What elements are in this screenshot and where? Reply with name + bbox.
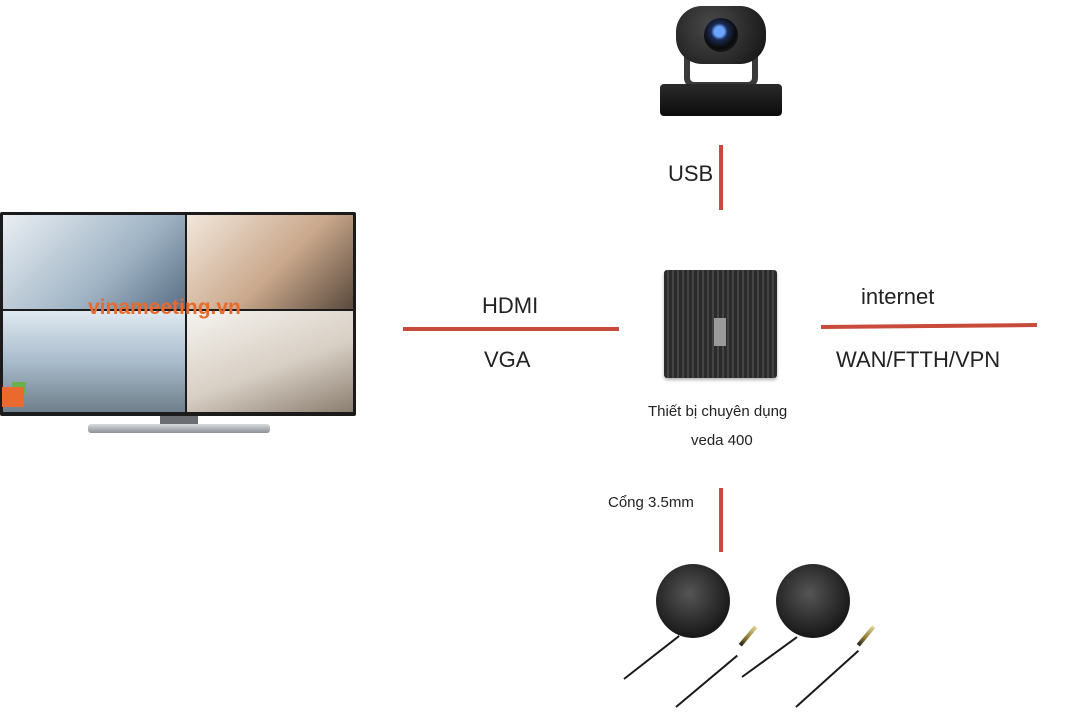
meeting-panel-bottom-left [3, 311, 185, 412]
device-name-line2: veda 400 [691, 432, 753, 449]
logo-mark-orange [2, 387, 24, 407]
meeting-panel-top-left [3, 215, 185, 309]
audio-jack [738, 625, 758, 647]
mic2-cable-right [795, 650, 860, 708]
brand-text: vinameeting.vn [88, 296, 241, 319]
device-name-line1: Thiết bị chuyên dụng [648, 403, 788, 420]
hdmi-label: HDMI [482, 293, 539, 318]
vga-label: VGA [484, 347, 531, 372]
meeting-panel-top-right [187, 215, 353, 309]
mic1-cable-left [623, 635, 680, 680]
mic1-cable-right [675, 654, 738, 708]
tv-stand [160, 416, 198, 426]
microphone-icon [656, 564, 730, 638]
audio-port-label: Cổng 3.5mm [608, 494, 694, 511]
device-box-latch [714, 318, 726, 346]
meeting-panel-bottom-right [187, 311, 353, 412]
usb-connector-line [719, 145, 723, 210]
hdmi-vga-connector-line [403, 327, 619, 331]
tv-base [88, 424, 270, 433]
camera-lens [704, 18, 738, 52]
usb-label: USB [668, 161, 714, 186]
internet-connector-line [820, 323, 1038, 329]
audio-jack [856, 625, 876, 647]
tv-icon: vinameeting.vn [0, 212, 356, 416]
internet-label: internet [861, 284, 935, 309]
mic2-cable-left [741, 636, 798, 678]
microphone-icon [776, 564, 850, 638]
audio-connector-line [719, 488, 723, 552]
wan-label: WAN/FTTH/VPN [836, 347, 1001, 372]
ptz-camera-base [660, 84, 782, 116]
